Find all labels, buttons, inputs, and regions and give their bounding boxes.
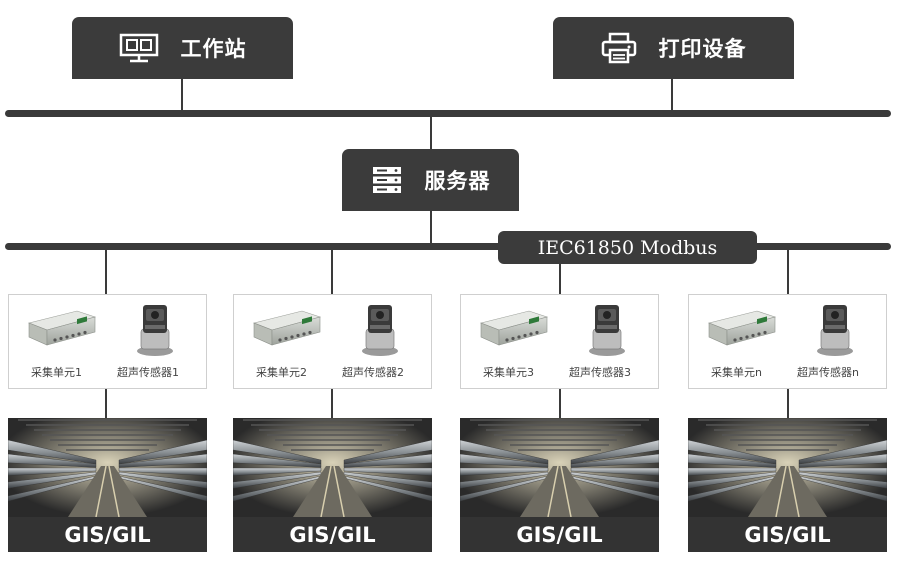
gis-label-4: GIS/GIL [688,517,887,552]
acquisition-unit-group-2: 采集单元2 超声传感器2 [233,294,432,389]
server-icon [371,165,403,195]
acquisition-unit-label-3: 采集单元3 [483,366,534,379]
server-connector-bottom [430,211,432,245]
printer-box: 打印设备 [553,17,794,79]
gis-panel-2: GIS/GIL [233,418,432,552]
field-network-bus [5,243,891,250]
acquisition-unit-image-1 [25,303,97,355]
protocol-label: IEC61850 Modbus [498,231,757,264]
acquisition-unit-image-3 [477,303,549,355]
gis-connector-2 [331,389,333,418]
gis-panel-1: GIS/GIL [8,418,207,552]
gis-tunnel-image-3 [460,418,659,521]
server-connector-top [430,116,432,150]
acquisition-unit-label-2: 采集单元2 [256,366,307,379]
gis-tunnel-image-2 [233,418,432,521]
acquisition-unit-group-1: 采集单元1 超声传感器1 [8,294,207,389]
gis-panel-4: GIS/GIL [688,418,887,552]
acquisition-unit-label-4: 采集单元n [711,366,762,379]
ultrasonic-sensor-image-1 [133,301,177,361]
printer-connector [671,79,673,113]
ultrasonic-sensor-label-2: 超声传感器2 [342,366,404,379]
gis-tunnel-image-1 [8,418,207,521]
gis-label-1: GIS/GIL [8,517,207,552]
ultrasonic-sensor-image-3 [585,301,629,361]
workstation-box: 工作站 [72,17,293,79]
acquisition-unit-image-4 [705,303,777,355]
ultrasonic-sensor-label-4: 超声传感器n [797,366,859,379]
gis-label-2: GIS/GIL [233,517,432,552]
acquisition-unit-image-2 [250,303,322,355]
unit-connector-4 [787,250,789,294]
gis-connector-4 [787,389,789,418]
server-box: 服务器 [342,149,519,211]
gis-panel-3: GIS/GIL [460,418,659,552]
ultrasonic-sensor-image-2 [358,301,402,361]
monitor-icon [119,33,159,63]
gis-tunnel-image-4 [688,418,887,521]
acquisition-unit-group-3: 采集单元3 超声传感器3 [460,294,659,389]
printer-icon [601,32,637,64]
server-label: 服务器 [424,169,491,193]
gis-connector-1 [105,389,107,418]
workstation-label: 工作站 [180,37,247,61]
workstation-connector [181,79,183,113]
acquisition-unit-label-1: 采集单元1 [31,366,82,379]
unit-connector-1 [105,250,107,294]
ultrasonic-sensor-label-3: 超声传感器3 [569,366,631,379]
ultrasonic-sensor-label-1: 超声传感器1 [117,366,179,379]
gis-label-3: GIS/GIL [460,517,659,552]
ultrasonic-sensor-image-4 [813,301,857,361]
unit-connector-2 [331,250,333,294]
top-network-bus [5,110,891,117]
acquisition-unit-group-4: 采集单元n 超声传感器n [688,294,887,389]
printer-label: 打印设备 [658,37,747,61]
gis-connector-3 [559,389,561,418]
unit-connector-3 [559,264,561,294]
